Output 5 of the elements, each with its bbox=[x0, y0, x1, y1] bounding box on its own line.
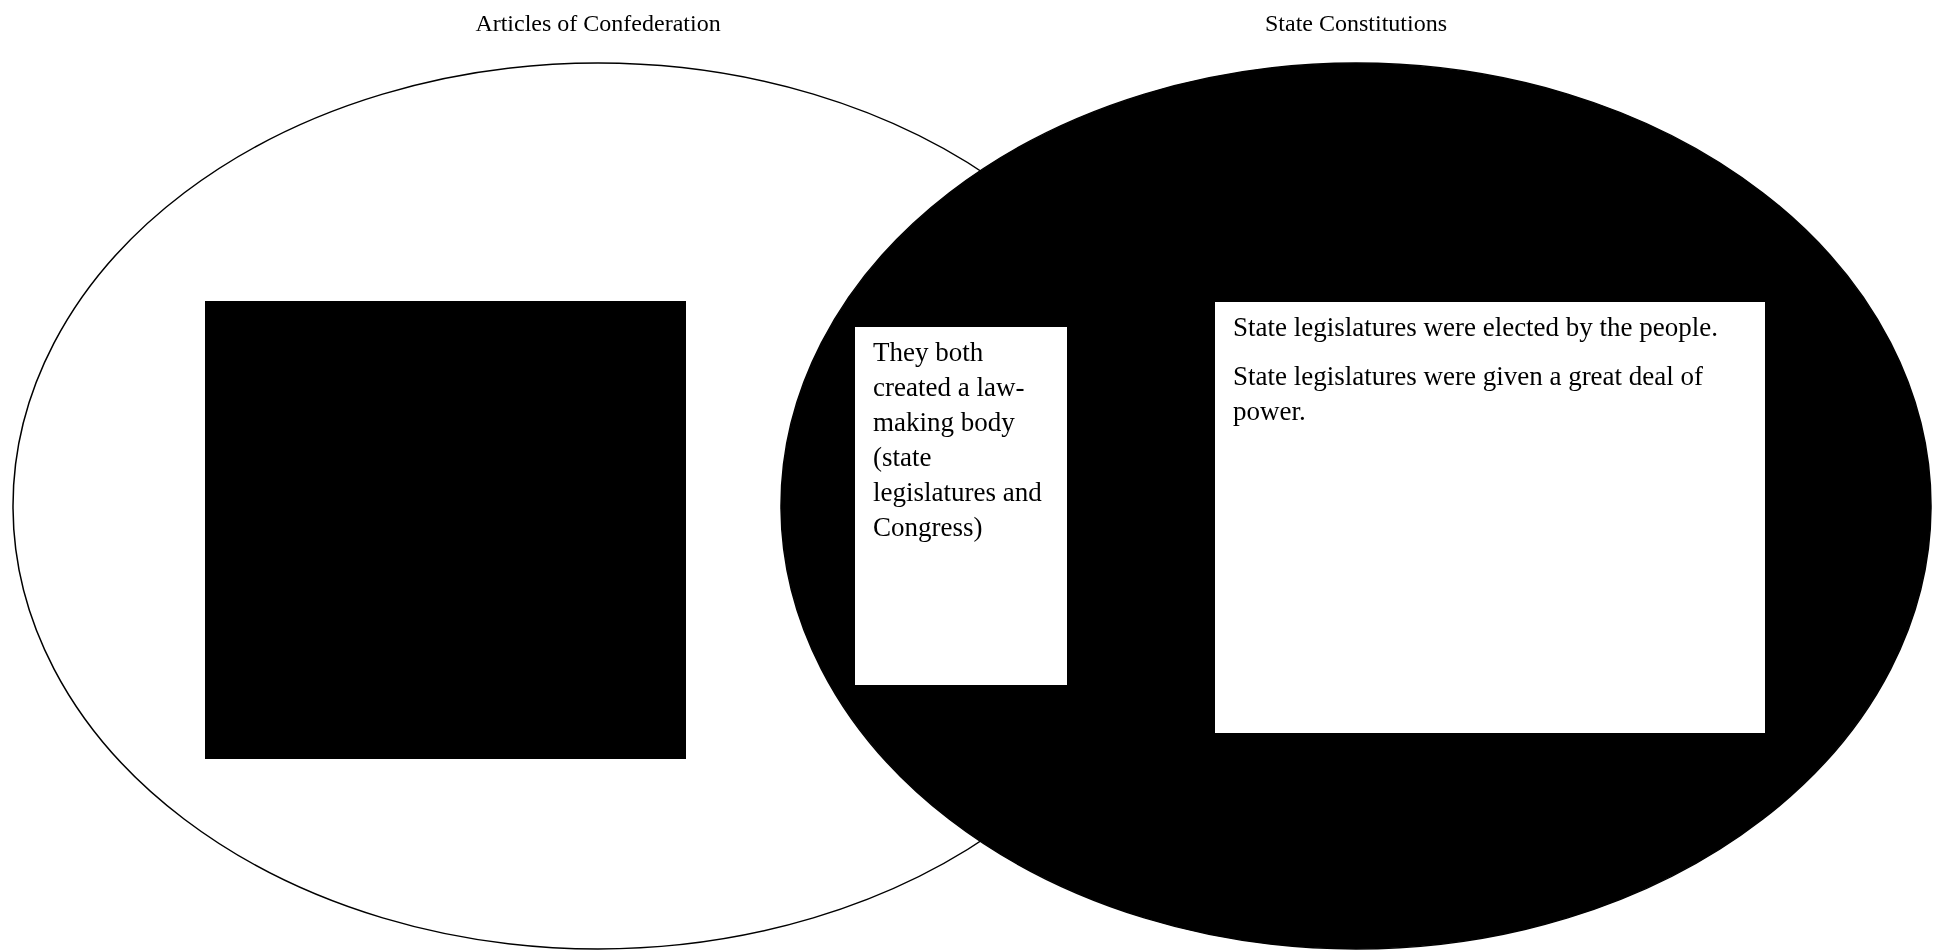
circle-heading: State Constitutions bbox=[1264, 10, 1448, 37]
filled-box bbox=[205, 301, 686, 759]
text-box: State legislatures were elected by the people. State legislatures were given a great deal of power. bbox=[1215, 302, 1765, 733]
circle-heading: Articles of Confederation bbox=[474, 10, 722, 37]
text-box: They both created a law-making body (state legislatures and Congress) bbox=[855, 327, 1067, 685]
